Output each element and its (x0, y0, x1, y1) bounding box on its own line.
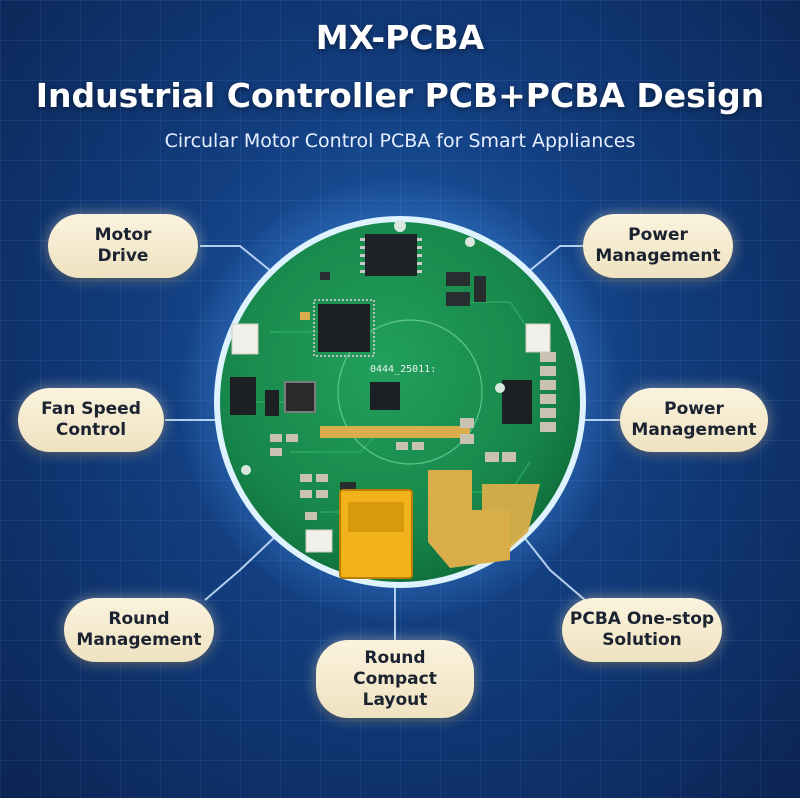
ic-chip-top (365, 234, 417, 276)
mcu-chip-pins (313, 299, 375, 357)
mounting-hole-upper-right (465, 237, 475, 247)
mosfet-right (502, 380, 532, 424)
jst-connector-left (231, 323, 259, 355)
circular-pcb-board: 0444_25011: (214, 216, 586, 588)
label-round-management: Round Management (64, 598, 214, 662)
inductor (284, 381, 316, 413)
mcu-chip (318, 304, 370, 352)
ic-chip-center (370, 382, 400, 410)
mounting-hole-right (495, 383, 505, 393)
mounting-hole-left (241, 465, 251, 475)
label-power-management-top: Power Management (583, 214, 733, 278)
jst-connector-right (525, 323, 551, 353)
page-subtitle: Circular Motor Control PCBA for Smart Ap… (164, 130, 636, 152)
gold-pour-right (482, 484, 540, 550)
ic-chip-left (230, 377, 256, 415)
label-pcba-one-stop: PCBA One-stop Solution (562, 598, 722, 662)
mounting-hole-top (394, 220, 406, 232)
label-round-compact-layout: Round Compact Layout (316, 640, 474, 718)
xt-power-connector-housing (348, 502, 404, 532)
label-power-management-mid: Power Management (620, 388, 768, 452)
connector-motor-drive (200, 245, 273, 273)
board-marking: 0444_25011: (370, 364, 436, 375)
label-fan-speed-control: Fan Speed Control (18, 388, 164, 452)
brand-title: MX-PCBA (315, 18, 485, 57)
connector-power-management-top (527, 245, 585, 273)
transistor-left (265, 390, 279, 416)
board-silkscreen-ring (337, 319, 483, 465)
jst-connector-bottom (305, 529, 333, 553)
ic-chip-top-pins (360, 238, 422, 273)
connector-round-management (204, 531, 281, 601)
page-headline: Industrial Controller PCB+PCBA Design (35, 76, 765, 115)
smd-components (270, 272, 556, 520)
label-motor-drive: Motor Drive (48, 214, 198, 278)
gold-strip (320, 426, 470, 438)
connector-pcba-one-stop (519, 531, 586, 601)
